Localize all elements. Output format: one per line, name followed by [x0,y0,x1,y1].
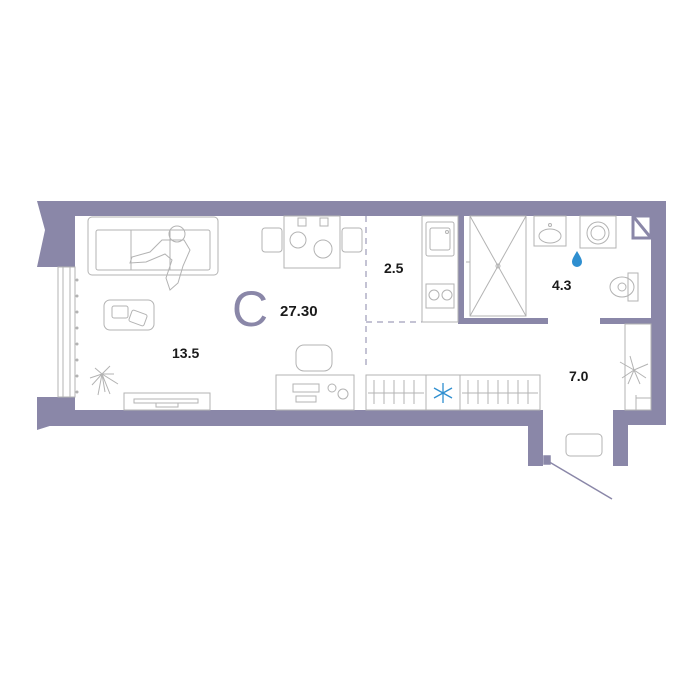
total-area-label: 27.30 [280,303,318,320]
sofa-icon [87,216,219,276]
washing-machine-icon [579,215,617,249]
room-area-bathroom: 4.3 [552,277,572,293]
sink-icon [533,215,567,247]
room-area-living: 13.5 [172,345,200,361]
zone-separators [365,216,422,370]
room-area-kitchen: 2.5 [384,260,404,276]
plant-icon [89,365,119,396]
window-ticks [75,278,79,394]
wall-bathroom-bottom-right [600,318,651,324]
kitchen-counter [421,215,459,323]
furniture [87,214,653,457]
toilet-icon [609,272,639,302]
pouf-icon [565,433,603,457]
walls [37,201,666,466]
water-drop-icon [572,251,582,267]
room-area-hallway: 7.0 [569,368,589,384]
wall-bathroom-mid [543,318,548,324]
apartment-type-label: С [232,281,269,337]
wall-bottom-stub [528,410,543,466]
window-left [57,266,76,398]
plant-icon [619,355,649,385]
wardrobe-icon [459,374,541,411]
table-chairs-icon [261,215,363,269]
wardrobe-icon [365,374,427,411]
hall-shelf [624,323,652,411]
door-icon [543,455,613,500]
sink-icon [425,221,455,257]
vent-shaft [631,214,653,240]
desk-icon [275,344,355,411]
tv-stand-icon [123,392,211,411]
person-icon [129,225,191,291]
wall-top [37,201,660,267]
wall-bathroom-bottom [458,318,548,324]
wall-bathroom-left [458,216,464,322]
wall-bottom-right-stub [613,410,628,466]
stove-icon [425,283,455,309]
shower-icon [466,215,527,317]
snowflake-icon [433,383,453,403]
wall-right [651,201,666,411]
armchair-icon [103,299,155,331]
wall-bottom [37,410,543,426]
